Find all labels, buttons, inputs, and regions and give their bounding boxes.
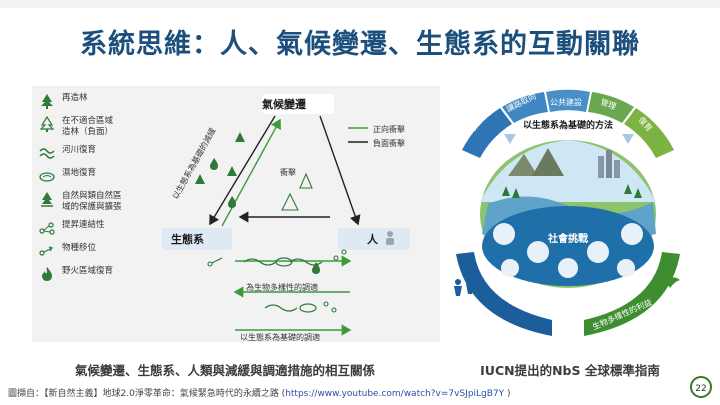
legend-item-protected-area: 自然與類自然區 域的保護與擴張 bbox=[38, 191, 138, 213]
down-arrows bbox=[504, 134, 634, 144]
ecosystem-node-box bbox=[162, 228, 232, 250]
biodiversity-benefit-arc bbox=[584, 252, 680, 336]
river-icon bbox=[243, 258, 323, 312]
biodiversity-benefit-label: 生物多樣性的利益 bbox=[591, 297, 654, 332]
people-icon bbox=[454, 277, 474, 296]
protected-area-icon bbox=[38, 191, 56, 207]
river-icon bbox=[38, 145, 56, 161]
legend-label: 濕地復育 bbox=[62, 168, 97, 178]
legend-label: 野火區域復育 bbox=[62, 266, 114, 276]
top-bar bbox=[0, 0, 720, 8]
footer-prefix: 圖擷自：【新自然主義】地球2.0淨零革命：氣候緊急時代的永續之路 ( bbox=[8, 389, 286, 399]
outline-tree-icon bbox=[281, 172, 313, 211]
climate-node-box bbox=[262, 94, 334, 114]
left-diagram-panel bbox=[32, 86, 440, 342]
right-diagram-caption: IUCN提出的NbS 全球標準指南 bbox=[480, 363, 660, 378]
legend-item-wetland: 濕地復育 bbox=[38, 168, 138, 184]
page-number: 22 bbox=[690, 376, 712, 398]
human-wellbeing-arc bbox=[456, 252, 552, 336]
legend-item-wildfire: 野火區域復育 bbox=[38, 266, 138, 282]
arrow-ecosystem-to-climate bbox=[221, 118, 281, 227]
arc-label: 以生態系為基礎的方法 bbox=[523, 119, 613, 131]
biodiversity-edge-label: 為生物多樣性的調適 bbox=[246, 283, 318, 292]
legend-item-river: 河川復育 bbox=[38, 145, 138, 161]
connectivity-icon bbox=[323, 249, 347, 313]
legend-label: 物種移位 bbox=[62, 243, 97, 253]
wetland-icon bbox=[275, 257, 317, 313]
legend-item-connectivity: 提昇連結性 bbox=[38, 220, 138, 236]
bird-icon bbox=[666, 277, 680, 288]
wildfire-icon bbox=[38, 266, 56, 282]
legend-label: 河川復育 bbox=[62, 145, 97, 155]
top-segment-arc bbox=[462, 89, 674, 158]
center-impact-label: 衝擊 bbox=[280, 168, 296, 177]
legend-item-reforestation: 再造林 bbox=[38, 93, 138, 109]
arrow-climate-to-people bbox=[319, 115, 361, 226]
nbs-diagram: 保護 讓路取向 公共建設 管理 復育 以生態系為基礎的方法 社會挑戰 人類福祉 … bbox=[454, 89, 680, 341]
ecosystem-adaptation-edge-label: 以生態系為基礎的調適 bbox=[240, 333, 320, 342]
footer-source: 圖擷自：【新自然主義】地球2.0淨零革命：氣候緊急時代的永續之路 (https:… bbox=[8, 386, 511, 399]
tree-icon bbox=[38, 93, 56, 109]
legend-label: 自然與類自然區 域的保護與擴張 bbox=[62, 191, 122, 212]
arrow-climate-to-ecosystem bbox=[209, 115, 276, 226]
connectivity-icon bbox=[38, 220, 56, 236]
legend-label: 再造林 bbox=[62, 93, 88, 103]
legend-label: 在不適合區域 造林（負面） bbox=[62, 116, 114, 137]
slide-title: 系統思維：人、氣候變遷、生態系的互動關聯 bbox=[80, 29, 640, 60]
source-link[interactable]: https://www.youtube.com/watch?v=7vSJpiLg… bbox=[285, 389, 505, 399]
species-shift-icon bbox=[207, 257, 223, 267]
impact-triangle-diagram bbox=[162, 94, 410, 336]
wildfire-icon bbox=[210, 158, 320, 274]
node-climate-change: 氣候變遷 bbox=[262, 98, 306, 111]
negative-impact-label: 負面衝擊 bbox=[373, 139, 405, 148]
legend: 再造林 在不適合區域 造林（負面） 河川復育 濕地復育 自然與類自然區 域的保護… bbox=[38, 93, 138, 289]
footer-suffix: ) bbox=[504, 389, 511, 399]
landscape-globe bbox=[480, 140, 656, 288]
wetland-icon bbox=[38, 168, 56, 184]
legend-item-species-shift: 物種移位 bbox=[38, 243, 138, 259]
legend-item-bad-afforestation: 在不適合區域 造林（負面） bbox=[38, 116, 138, 138]
tree-icon bbox=[195, 132, 245, 184]
node-ecosystem: 生態系 bbox=[171, 233, 204, 246]
positive-impact-label: 正向衝擊 bbox=[373, 125, 405, 134]
green-tree-icons bbox=[502, 184, 642, 198]
challenge-icons bbox=[493, 223, 643, 278]
species-shift-icon bbox=[38, 243, 56, 259]
left-diagram-caption: 氣候變遷、生態系、人類與減緩與調適措施的相互關係 bbox=[74, 363, 375, 378]
segment-label: 公共建設 bbox=[550, 97, 582, 107]
social-challenge-label: 社會挑戰 bbox=[547, 232, 588, 245]
node-people: 人 bbox=[367, 233, 378, 246]
legend-label: 提昇連結性 bbox=[62, 220, 105, 230]
person-icon bbox=[386, 231, 394, 245]
outline-tree-icon bbox=[38, 116, 56, 132]
